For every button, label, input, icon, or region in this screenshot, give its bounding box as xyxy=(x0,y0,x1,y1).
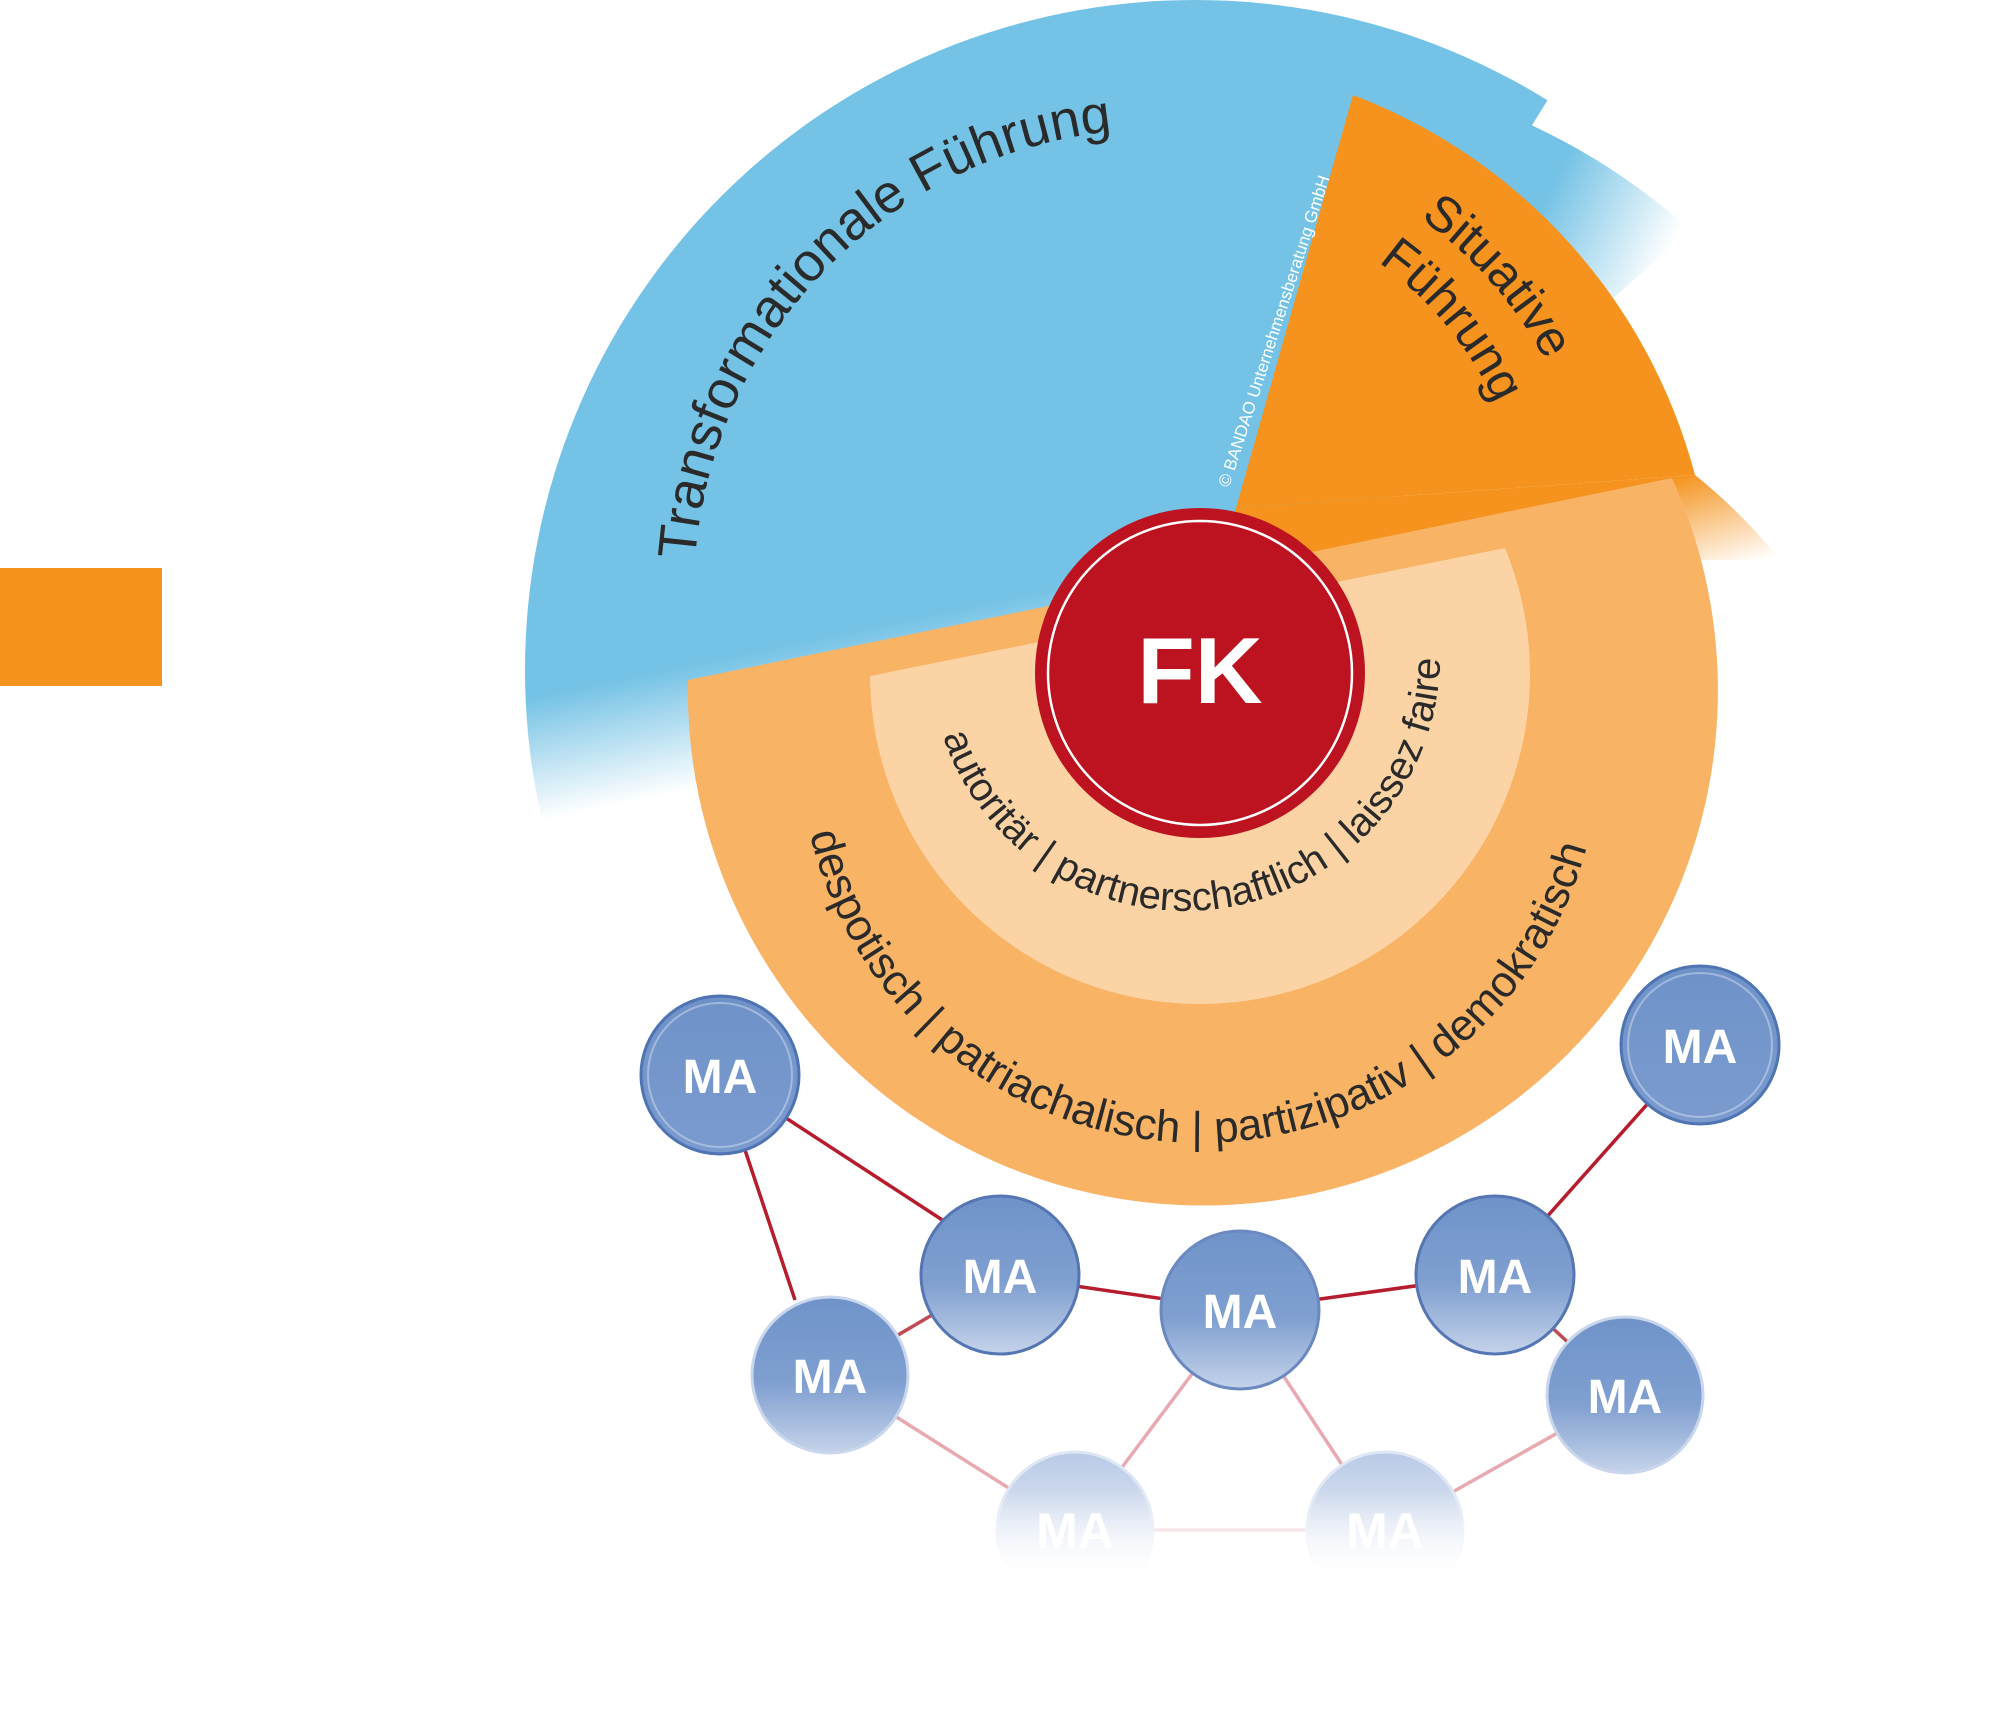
svg-text:MA: MA xyxy=(1663,1021,1738,1074)
side-tab xyxy=(0,568,162,686)
center-node: FK xyxy=(1035,508,1365,838)
svg-text:MA: MA xyxy=(793,1351,868,1404)
svg-text:MA: MA xyxy=(683,1051,758,1104)
employee-node: MA xyxy=(1619,964,1781,1126)
employee-node: MA xyxy=(1545,1315,1705,1475)
svg-text:MA: MA xyxy=(963,1251,1038,1304)
employee-node: MA xyxy=(750,1295,910,1455)
employee-node: MA xyxy=(639,994,801,1156)
employee-node: MA xyxy=(1414,1194,1576,1356)
svg-text:MA: MA xyxy=(1458,1251,1533,1304)
segment-situative xyxy=(1236,95,1695,508)
svg-text:MA: MA xyxy=(1588,1371,1663,1424)
svg-text:MA: MA xyxy=(1203,1286,1278,1339)
employee-node: MA xyxy=(919,1194,1081,1356)
center-label: FK xyxy=(1137,618,1262,723)
employee-node: MA xyxy=(1159,1229,1321,1391)
employee-network: MA MA MA MA MA MA MA MA xyxy=(639,964,1781,1628)
